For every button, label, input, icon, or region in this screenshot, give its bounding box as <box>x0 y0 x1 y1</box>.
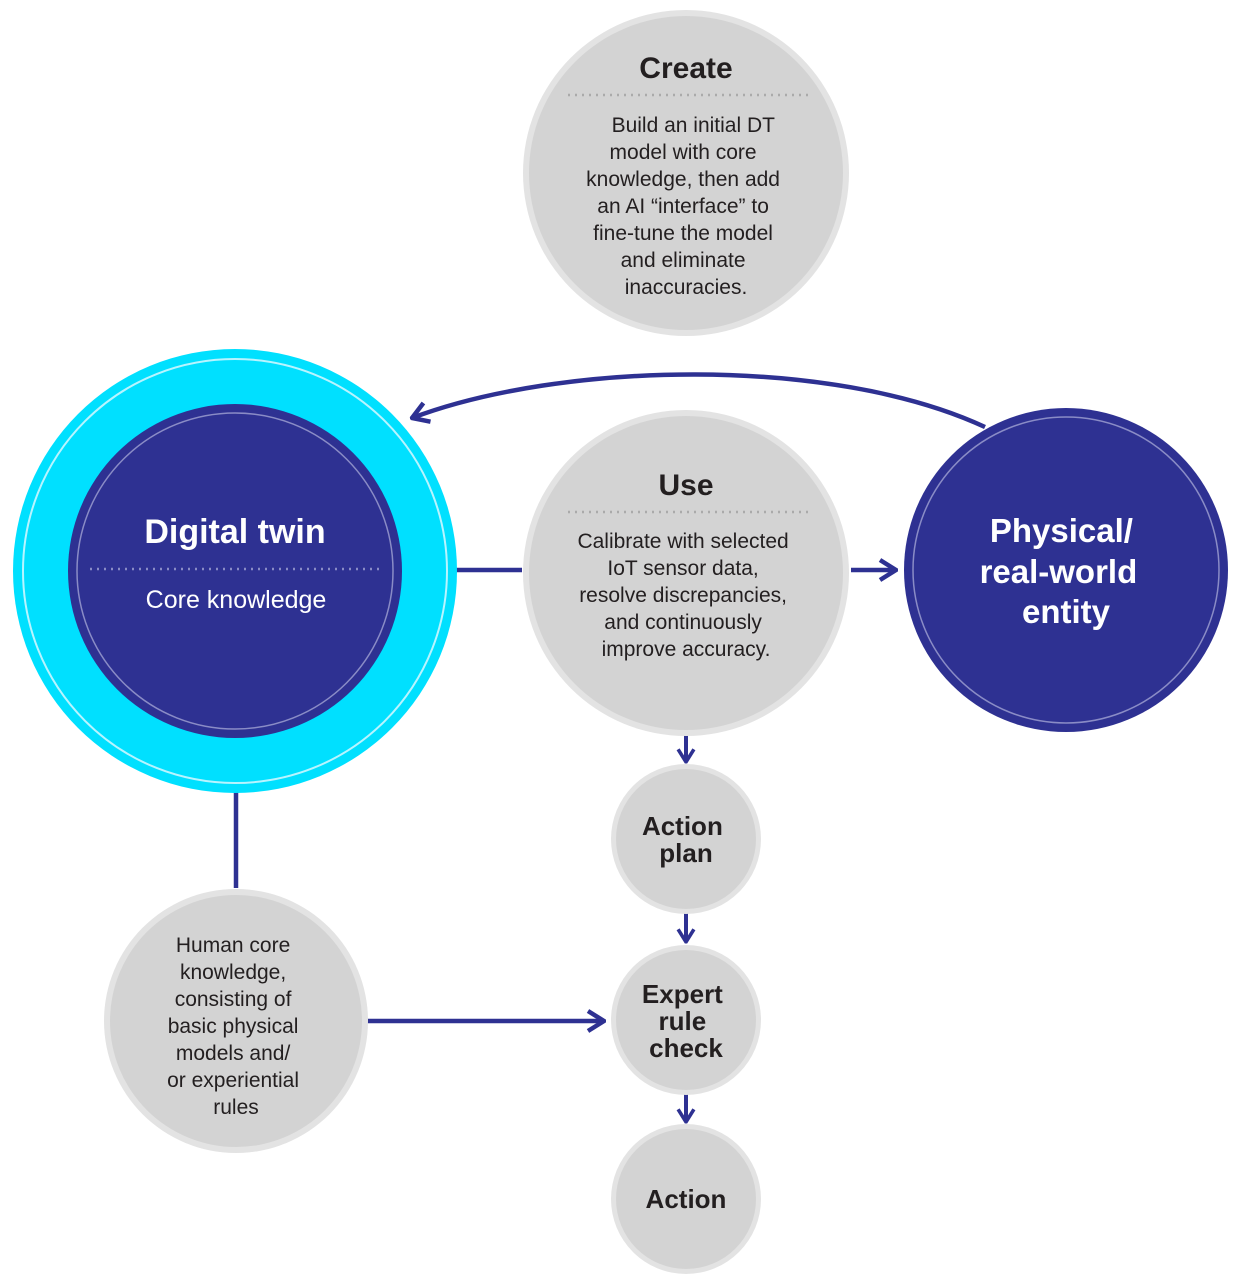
physical-entity-line: Physical/ <box>990 512 1133 549</box>
physical-entity-node: Physical/ real-world entity <box>904 408 1228 732</box>
action-plan-line: Action <box>642 811 723 841</box>
create-node: Create Build an initial DT model with co… <box>523 10 849 336</box>
create-body-line: fine-tune the model <box>593 222 773 245</box>
use-body-line: IoT sensor data, <box>607 557 758 580</box>
action-plan-line: plan <box>659 838 712 868</box>
action-plan-label: Action plan <box>642 811 730 868</box>
create-body-line: model with core <box>610 141 757 164</box>
physical-entity-line: entity <box>1022 593 1111 630</box>
digital-twin-node: Digital twin Core knowledge <box>13 349 457 793</box>
use-body-line: improve accuracy. <box>602 638 771 661</box>
action-plan-node: Action plan <box>611 764 761 914</box>
create-body-line: inaccuracies. <box>625 276 748 299</box>
use-body-line: and continuously <box>604 611 762 634</box>
create-title: Create <box>639 52 732 85</box>
expert-rule-check-line: check <box>649 1033 723 1063</box>
create-body-line: knowledge, then add <box>586 168 780 191</box>
expert-rule-check-node: Expert rule check <box>611 945 761 1095</box>
physical-entity-line: real-world <box>980 553 1138 590</box>
expert-rule-check-label: Expert rule check <box>642 979 730 1063</box>
create-body-line: and eliminate <box>621 249 746 272</box>
create-body-line: an AI “interface” to <box>597 195 769 218</box>
physical-entity-label: Physical/ real-world entity <box>980 512 1147 630</box>
create-body: Build an initial DT model with core know… <box>586 114 786 299</box>
feedback-arc-arrow <box>412 372 986 430</box>
human-knowledge-node: Human core knowledge, consisting of basi… <box>104 889 368 1153</box>
digital-twin-title: Digital twin <box>144 513 325 551</box>
human-knowledge-line: basic physical <box>168 1015 299 1038</box>
use-body-line: resolve discrepancies, <box>579 584 787 607</box>
use-title: Use <box>658 469 713 502</box>
human-knowledge-label: Human core knowledge, consisting of basi… <box>167 934 305 1119</box>
expert-rule-check-line: rule <box>659 1006 707 1036</box>
digital-twin-subtitle: Core knowledge <box>146 586 327 614</box>
use-node: Use Calibrate with selected IoT sensor d… <box>523 410 849 736</box>
action-node: Action <box>611 1124 761 1274</box>
human-knowledge-line: Human core <box>176 934 290 957</box>
human-knowledge-line: or experiential <box>167 1069 299 1092</box>
action-label: Action <box>646 1184 727 1214</box>
human-knowledge-line: models and/ <box>176 1042 291 1065</box>
human-knowledge-line: knowledge, <box>180 961 286 984</box>
human-knowledge-line: consisting of <box>175 988 292 1011</box>
expert-rule-check-line: Expert <box>642 979 723 1009</box>
create-body-line: Build an initial DT <box>612 114 776 137</box>
use-body: Calibrate with selected IoT sensor data,… <box>577 530 794 661</box>
human-knowledge-line: rules <box>213 1096 259 1119</box>
use-body-line: Calibrate with selected <box>577 530 788 553</box>
